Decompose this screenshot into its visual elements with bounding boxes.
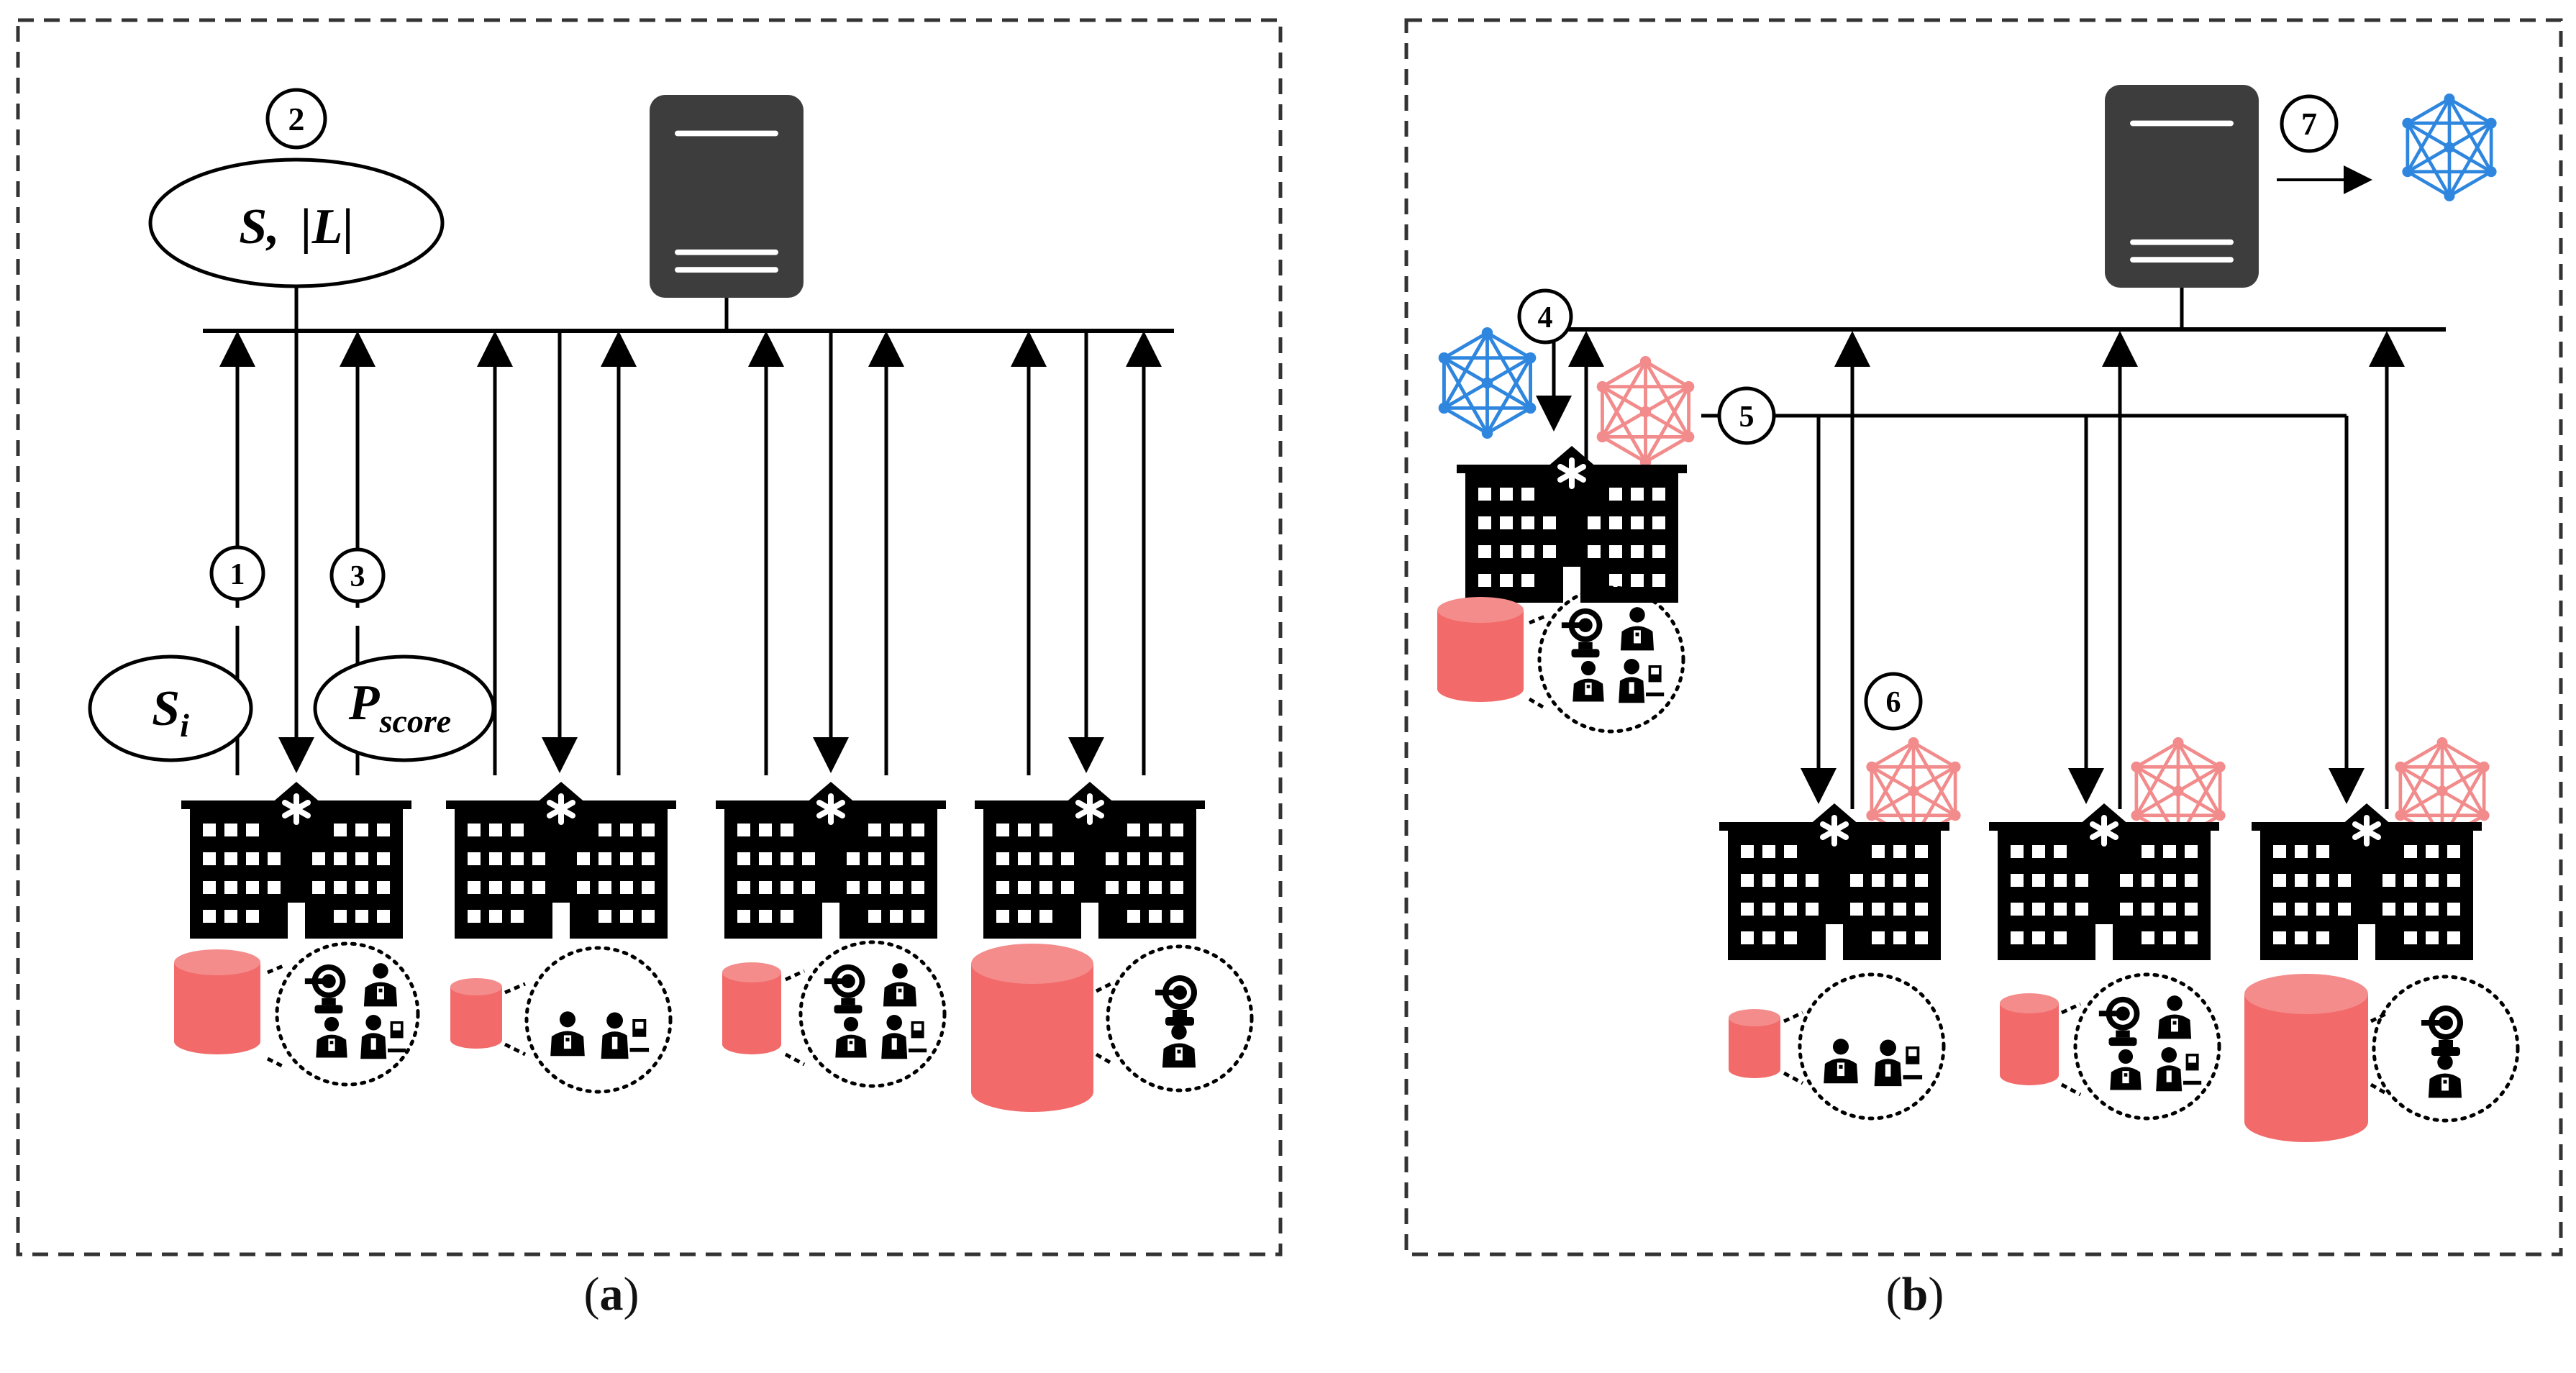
hospital-icon	[975, 782, 1205, 939]
hospital-icon	[1719, 803, 1949, 960]
doctor-icon	[1620, 607, 1655, 651]
doctor-icon	[1824, 1039, 1858, 1084]
patient-icon	[360, 1015, 406, 1059]
data-modality-circle	[504, 946, 673, 1094]
scanner-icon	[2098, 996, 2140, 1046]
panel-a: S, |L| 2 1 3 Si Pscore	[16, 18, 1283, 1256]
patient-icon	[601, 1012, 650, 1059]
data-store-icon	[450, 978, 502, 1049]
scanner-icon	[1155, 975, 1197, 1026]
step-2-label: 2	[288, 101, 305, 137]
panel-a-frame	[16, 18, 1283, 1256]
scanner-icon	[2421, 1005, 2463, 1056]
caption-b-letter: b	[1901, 1268, 1929, 1320]
patient-icon	[1619, 659, 1665, 703]
svg-text:Pscore: Pscore	[348, 675, 451, 739]
panel-b: 7 4 5 6	[1404, 18, 2563, 1256]
aggregate-ellipse	[148, 158, 445, 288]
step-5-label: 5	[1739, 401, 1754, 434]
step-3-label: 3	[350, 560, 365, 593]
global-model-icon	[1439, 327, 1537, 439]
hospital-icon	[1989, 803, 2219, 960]
patient-icon	[2156, 1047, 2202, 1092]
central-server-icon	[650, 95, 804, 298]
hospital-icon	[716, 782, 946, 939]
doctor-icon	[883, 963, 917, 1007]
caption-a-letter: a	[599, 1268, 624, 1320]
hospital-icon	[2252, 803, 2482, 960]
svg-text:Si: Si	[152, 681, 189, 744]
central-server-icon	[2105, 85, 2259, 288]
hospital-icon	[446, 782, 676, 939]
data-store-icon	[174, 949, 260, 1054]
data-store-icon	[2244, 974, 2368, 1142]
doctor-icon	[2157, 995, 2192, 1039]
scanner-icon	[1561, 608, 1603, 658]
aggregate-l-label: |L|	[301, 199, 354, 255]
pscore-sub-label: score	[379, 703, 452, 739]
si-s-label: S	[152, 681, 180, 736]
scanner-icon	[304, 964, 346, 1014]
caption-a: (a)	[583, 1268, 640, 1320]
doctor-icon	[1573, 660, 1604, 702]
data-store-icon	[1437, 597, 1524, 702]
pscore-p-label: P	[348, 675, 381, 731]
doctor-icon	[1162, 1024, 1196, 1068]
doctor-icon	[550, 1011, 585, 1057]
step-6-label: 6	[1886, 686, 1901, 719]
doctor-icon	[316, 1016, 347, 1058]
data-modality-circle	[1783, 972, 1946, 1121]
data-store-icon	[1729, 1009, 1780, 1078]
global-model-icon	[2402, 93, 2496, 201]
doctor-icon	[2110, 1049, 2142, 1090]
step-1-label: 1	[230, 558, 245, 591]
hospital-icon	[181, 782, 411, 939]
data-store-icon	[971, 944, 1093, 1112]
hospital-icon	[1457, 446, 1687, 603]
data-modality-circle	[2370, 975, 2520, 1123]
local-model-icon	[1597, 356, 1695, 467]
step-7-label: 7	[2301, 106, 2317, 142]
step-4-label: 4	[1538, 301, 1553, 334]
scanner-icon	[824, 964, 865, 1014]
patient-icon	[881, 1015, 927, 1059]
patient-icon	[1874, 1039, 1923, 1087]
panel-b-frame	[1404, 18, 2563, 1256]
data-modality-circle	[1528, 585, 1685, 734]
doctor-icon	[363, 963, 398, 1007]
data-modality-circle	[2060, 972, 2221, 1121]
data-modality-circle	[784, 940, 947, 1088]
doctor-icon	[835, 1016, 867, 1058]
data-store-icon	[2000, 993, 2059, 1085]
si-ellipse	[88, 654, 253, 762]
caption-b: (b)	[1885, 1268, 1944, 1320]
aggregate-s-label: S,	[239, 199, 279, 255]
data-modality-circle	[1095, 944, 1254, 1093]
data-store-icon	[722, 962, 781, 1054]
doctor-icon	[2428, 1054, 2462, 1098]
si-sub-label: i	[180, 707, 189, 744]
svg-text:S, |L|: S, |L|	[239, 199, 354, 255]
data-modality-circle	[266, 941, 420, 1087]
